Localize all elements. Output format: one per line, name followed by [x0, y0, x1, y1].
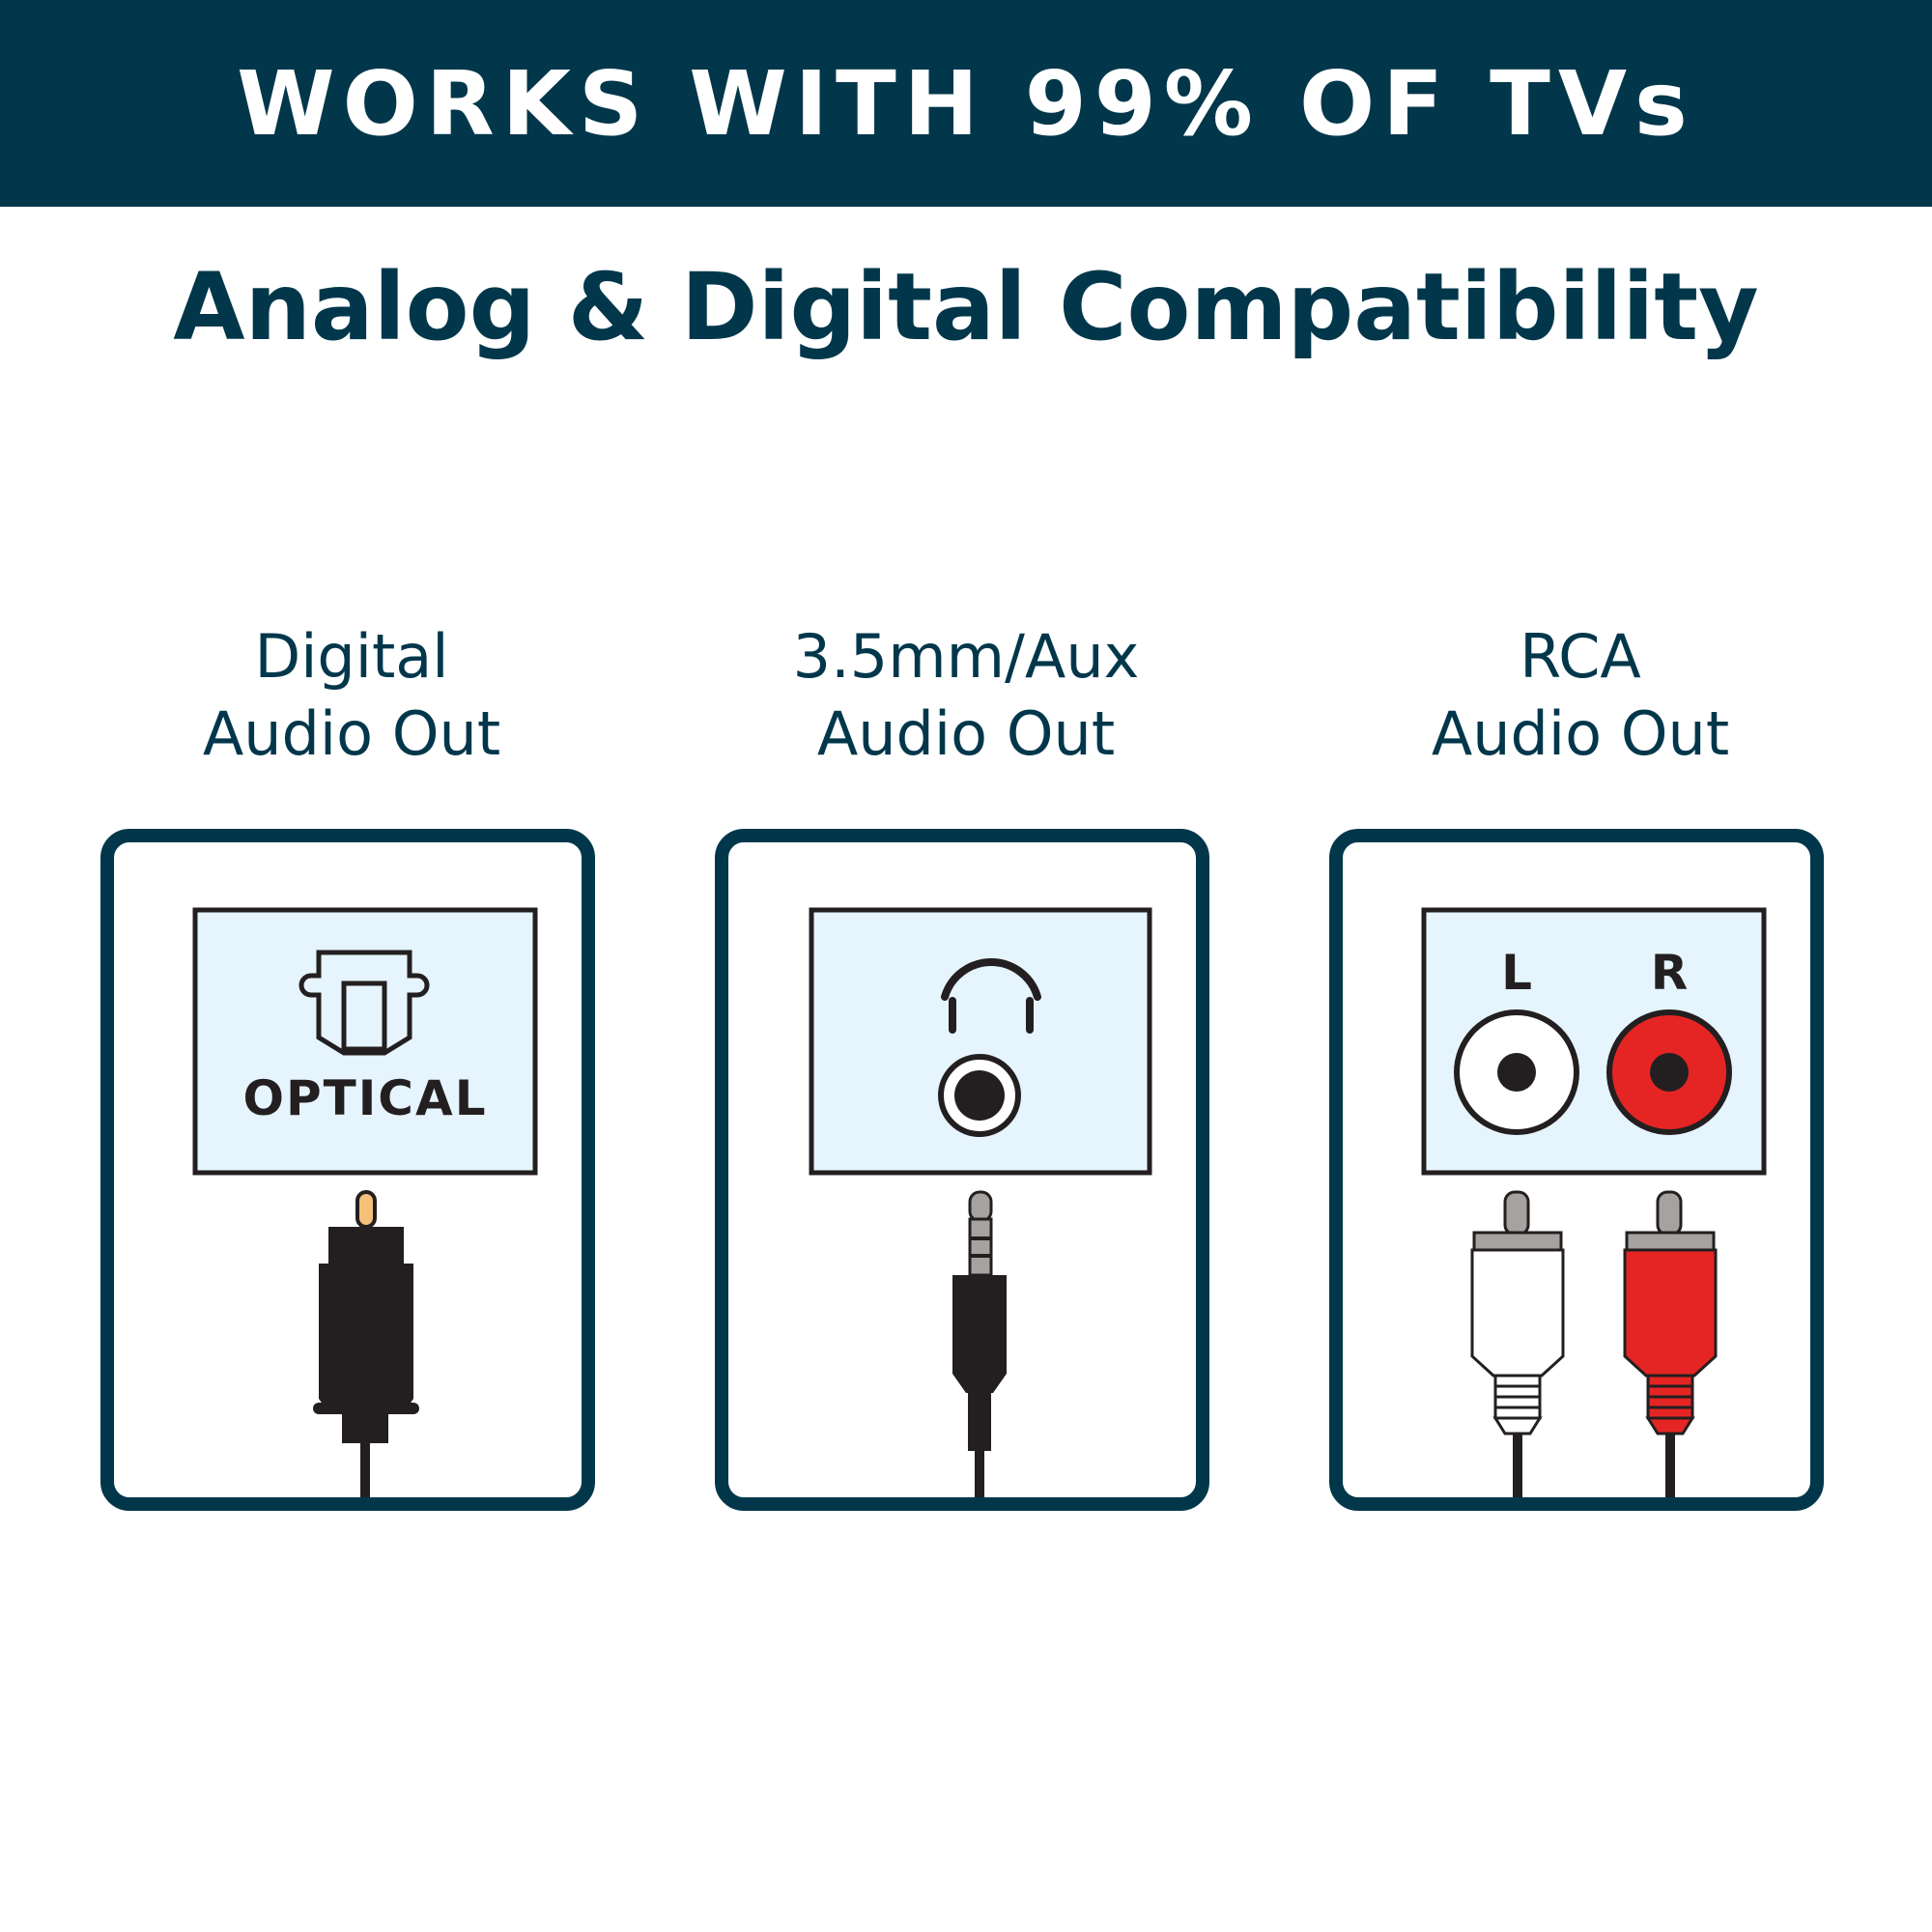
- aux-label-line2: Audio Out: [816, 698, 1116, 769]
- digital-label: Digital Audio Out: [100, 618, 603, 773]
- aux-label-line1: 3.5mm/Aux: [792, 621, 1140, 692]
- rca-left-label: L: [1501, 945, 1532, 1001]
- optical-port-icon: [298, 950, 430, 1056]
- optical-card: OPTICAL: [100, 829, 595, 1511]
- rca-left-jack-icon: [1454, 1009, 1579, 1135]
- page-subtitle: Analog & Digital Compatibility: [173, 253, 1759, 361]
- rca-label-line2: Audio Out: [1431, 698, 1730, 769]
- aux-card: [715, 829, 1209, 1511]
- aux-plug-icon: [952, 1190, 1007, 1497]
- banner-title: WORKS WITH 99% OF TVs: [237, 51, 1695, 156]
- rca-left-plug-icon: [1470, 1190, 1565, 1497]
- rca-right-label: R: [1651, 945, 1689, 1001]
- rca-label: RCA Audio Out: [1329, 618, 1832, 773]
- aux-label: 3.5mm/Aux Audio Out: [715, 618, 1217, 773]
- headphone-icon: [941, 958, 1041, 1034]
- rca-label-line1: RCA: [1520, 621, 1641, 692]
- optical-panel: [192, 907, 538, 1176]
- digital-label-line2: Audio Out: [202, 698, 501, 769]
- header-banner: WORKS WITH 99% OF TVs: [0, 0, 1932, 207]
- rca-card-art: L R: [1421, 907, 1767, 1497]
- toslink-plug-icon: [313, 1190, 419, 1497]
- aux-card-art: [809, 907, 1152, 1497]
- digital-label-line1: Digital: [254, 621, 449, 692]
- rca-card: L R: [1329, 829, 1824, 1511]
- aux-jack-icon: [938, 1054, 1021, 1137]
- optical-text: OPTICAL: [242, 1070, 487, 1126]
- optical-card-art: OPTICAL: [192, 907, 538, 1497]
- rca-right-jack-icon: [1606, 1009, 1732, 1135]
- rca-right-plug-icon: [1623, 1190, 1718, 1497]
